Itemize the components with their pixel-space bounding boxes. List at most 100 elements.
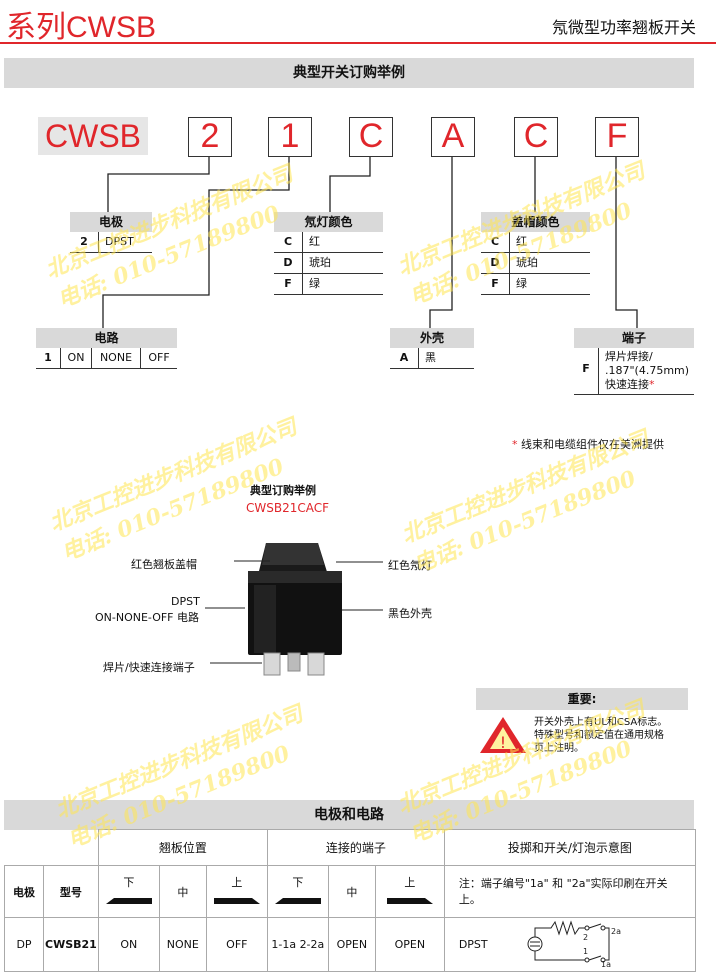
row-key: F [274, 274, 303, 294]
footnote-star: * [512, 438, 518, 451]
code-prefix: CWSB [38, 117, 148, 155]
code-cap: C [514, 117, 558, 157]
warning-icon: ! [480, 717, 526, 753]
term-down-label: 下 [292, 876, 304, 889]
circuit-title: 电路 [36, 328, 177, 348]
term-mid-cell: 中 [327, 865, 376, 918]
important-text: 开关外壳上有UL和CSA标志。 特殊型号和额定值在通用规格 页上注明。 [534, 716, 667, 755]
row-term-up: OPEN [374, 917, 445, 972]
connected-terminals-header: 连接的端子 [266, 829, 445, 866]
rocker-up-icon [386, 898, 433, 904]
pos-down-cell: 下 [97, 865, 160, 918]
table-row: 2 DPST [70, 232, 152, 253]
cap-color-title: 盖帽颜色 [481, 212, 590, 232]
pos-mid-cell: 中 [158, 865, 207, 918]
matrix-band: 电极和电路 [4, 800, 694, 830]
important-line2: 特殊型号和额定值在通用规格 [534, 730, 664, 741]
row-value: 红 [516, 235, 527, 248]
pos-up-cell: 上 [205, 865, 268, 918]
ordering-example-band: 典型开关订购举例 [4, 58, 694, 88]
row-value: 琥珀 [309, 256, 331, 269]
row-key: D [274, 253, 303, 273]
callout-lines [205, 560, 383, 664]
row-value: 绿 [309, 277, 320, 290]
poles-header: 电极 [4, 865, 44, 918]
terminal-title: 端子 [574, 328, 694, 348]
poles-value: DPST [105, 235, 134, 248]
pos-down-label: 下 [123, 876, 135, 889]
circuit-on: ON [61, 348, 92, 368]
note-cell: 注：端子编号"1a" 和 "2a"实际印刷在开关上。 [443, 865, 697, 918]
code-terminal: F [595, 117, 639, 157]
code-lamp: C [349, 117, 393, 157]
product-title: 氖微型功率翘板开关 [551, 18, 696, 37]
terminal-2a-label: 2a [611, 927, 621, 936]
terminal-1a-label: 1a [601, 960, 611, 968]
rocker-position-header: 翘板位置 [97, 829, 268, 866]
footnote: * 线束和电缆组件仅在美洲提供 [512, 436, 664, 452]
circuit-table: 电路 1 ON NONE OFF [36, 328, 177, 369]
label-lamp: 红色氖灯 [388, 559, 432, 572]
important-title: 重要: [476, 688, 688, 710]
row-pos-mid: NONE [158, 917, 207, 972]
terminal-key: F [574, 348, 599, 394]
circuit-none: NONE [92, 348, 141, 368]
circuit-key: 1 [36, 348, 61, 368]
pos-up-label: 上 [231, 876, 243, 889]
typical-title: 典型订购举例 [250, 484, 316, 497]
row-poles: DP [4, 917, 44, 972]
row-value: 绿 [516, 277, 527, 290]
table-row: F 焊片焊接/ .187"(4.75mm) 快速连接* [574, 348, 694, 395]
terminal-star: * [649, 378, 655, 391]
row-value: 红 [309, 235, 320, 248]
important-line3: 页上注明。 [534, 743, 584, 754]
poles-table: 电极 2 DPST [70, 212, 152, 253]
poles-title: 电极 [70, 212, 152, 232]
terminal-table: 端子 F 焊片焊接/ .187"(4.75mm) 快速连接* [574, 328, 694, 395]
row-pos-down: ON [97, 917, 160, 972]
row-value: 黑 [425, 351, 436, 364]
row-value: 琥珀 [516, 256, 538, 269]
label-terminal: 焊片/快速连接端子 [103, 661, 195, 674]
row-key: A [390, 348, 419, 368]
row-type: DPST [458, 938, 488, 951]
switch-image [248, 543, 342, 676]
table-row: D 琥珀 [274, 253, 383, 274]
label-dpst: DPST [171, 595, 200, 608]
table-row: D 琥珀 [481, 253, 590, 274]
header-divider [0, 42, 716, 44]
terminal-line1: 焊片焊接/ [605, 350, 653, 363]
code-housing: A [431, 117, 475, 157]
code-poles: 2 [188, 117, 232, 157]
housing-title: 外壳 [390, 328, 474, 348]
circuit-matrix-table: 翘板位置 连接的端子 投掷和开关/灯泡示意图 电极 型号 下 中 上 下 中 上… [4, 829, 697, 972]
row-key: F [481, 274, 510, 294]
terminal-line3: 快速连接 [605, 378, 649, 391]
series-title: 系列CWSB [6, 11, 156, 44]
terminal-line2: .187"(4.75mm) [605, 364, 690, 377]
important-line1: 开关外壳上有UL和CSA标志。 [534, 717, 668, 728]
row-key: D [481, 253, 510, 273]
model-header: 型号 [43, 865, 99, 918]
row-term-mid: OPEN [327, 917, 376, 972]
label-circuit: ON-NONE-OFF 电路 [95, 611, 200, 624]
typical-code: CWSB21CACF [246, 501, 330, 515]
term-mid-label: 中 [346, 885, 358, 899]
row-model: CWSB21 [43, 917, 99, 972]
footnote-text: 线束和电缆组件仅在美洲提供 [521, 438, 664, 451]
row-pos-up: OFF [205, 917, 268, 972]
poles-key: 2 [70, 232, 99, 252]
lamp-color-title: 氖灯颜色 [274, 212, 383, 232]
row-key: C [481, 232, 510, 252]
term-up-label: 上 [404, 876, 416, 889]
terminal-desc: 焊片焊接/ .187"(4.75mm) 快速连接* [599, 348, 689, 394]
dpst-schematic-icon: 2 2a 1 1a [527, 920, 621, 968]
rocker-down-icon [105, 898, 152, 904]
